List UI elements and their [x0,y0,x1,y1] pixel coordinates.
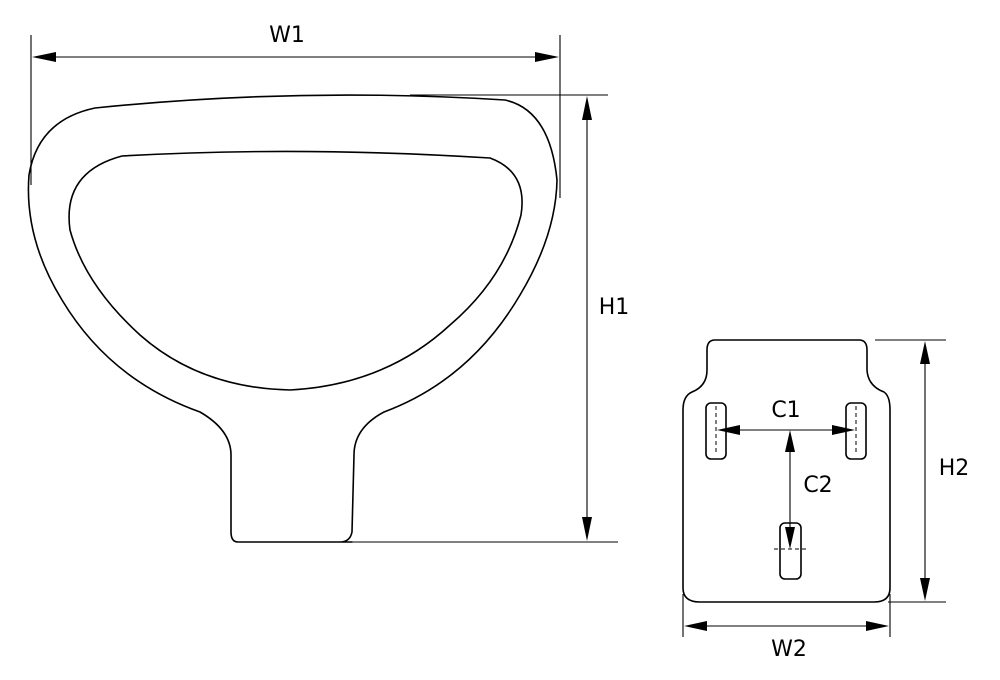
h1-label: H1 [599,295,630,320]
c1-arrowhead-left [717,425,740,435]
base-outline [682,339,891,603]
h1-arrowhead-bottom [582,517,592,541]
h1-arrowhead-top [582,96,592,120]
h2-label: H2 [939,456,970,481]
w1-arrowhead-right [535,52,559,62]
dimension-h1: H1 [352,94,630,543]
dimension-w2: W2 [682,594,891,662]
c2-arrowhead-bottom [785,527,795,549]
c1-label: C1 [771,398,800,423]
dimension-w1: W1 [30,23,561,198]
dimension-h2: H2 [875,339,970,603]
w2-label: W2 [771,637,807,662]
dimension-c2: C2 [785,430,833,549]
w2-arrowhead-left [684,621,707,631]
handle-base-view [682,339,891,603]
c1-arrowhead-right [832,425,855,435]
handle-front-view [27,94,558,543]
h2-arrowhead-top [920,341,930,364]
c2-label: C2 [803,473,832,498]
w1-label: W1 [269,23,305,48]
h2-arrowhead-bottom [920,578,930,601]
c2-arrowhead-top [785,430,795,452]
handle-inner-opening [68,150,523,391]
handle-outer-outline [27,94,558,543]
w2-arrowhead-right [866,621,889,631]
dimension-c1: C1 [717,398,855,435]
w1-arrowhead-left [32,52,56,62]
